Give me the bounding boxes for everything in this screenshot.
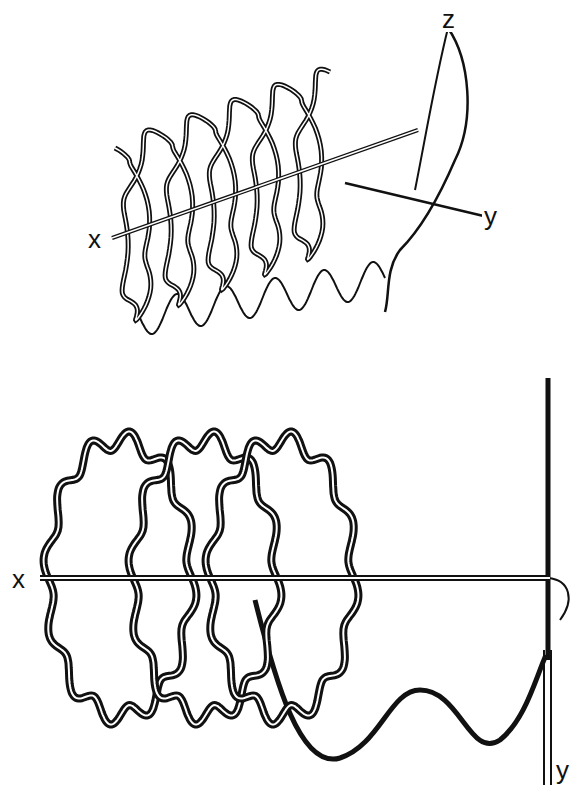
z-curve [385, 28, 468, 312]
helix-figure-top [112, 28, 492, 334]
axis-label: z [440, 6, 457, 32]
axis-label: y [482, 203, 499, 229]
axis-label: x [10, 566, 27, 592]
z-axis [415, 28, 448, 190]
x-axis-highlight [40, 577, 550, 579]
y-axis [345, 183, 492, 218]
y-axis [543, 650, 545, 785]
axis-label: y [554, 757, 571, 783]
x-axis [40, 575, 550, 581]
vertical-axis [546, 378, 551, 660]
y-axis [550, 650, 552, 785]
axis-label: x [86, 226, 103, 252]
helix-highlight [115, 69, 330, 320]
helix-figure-bottom [40, 378, 569, 785]
axis-arc [548, 578, 569, 620]
x-axis-highlight [112, 130, 418, 238]
helix-curve [115, 69, 330, 320]
x-axis [112, 130, 418, 238]
wave-curve [255, 600, 546, 759]
